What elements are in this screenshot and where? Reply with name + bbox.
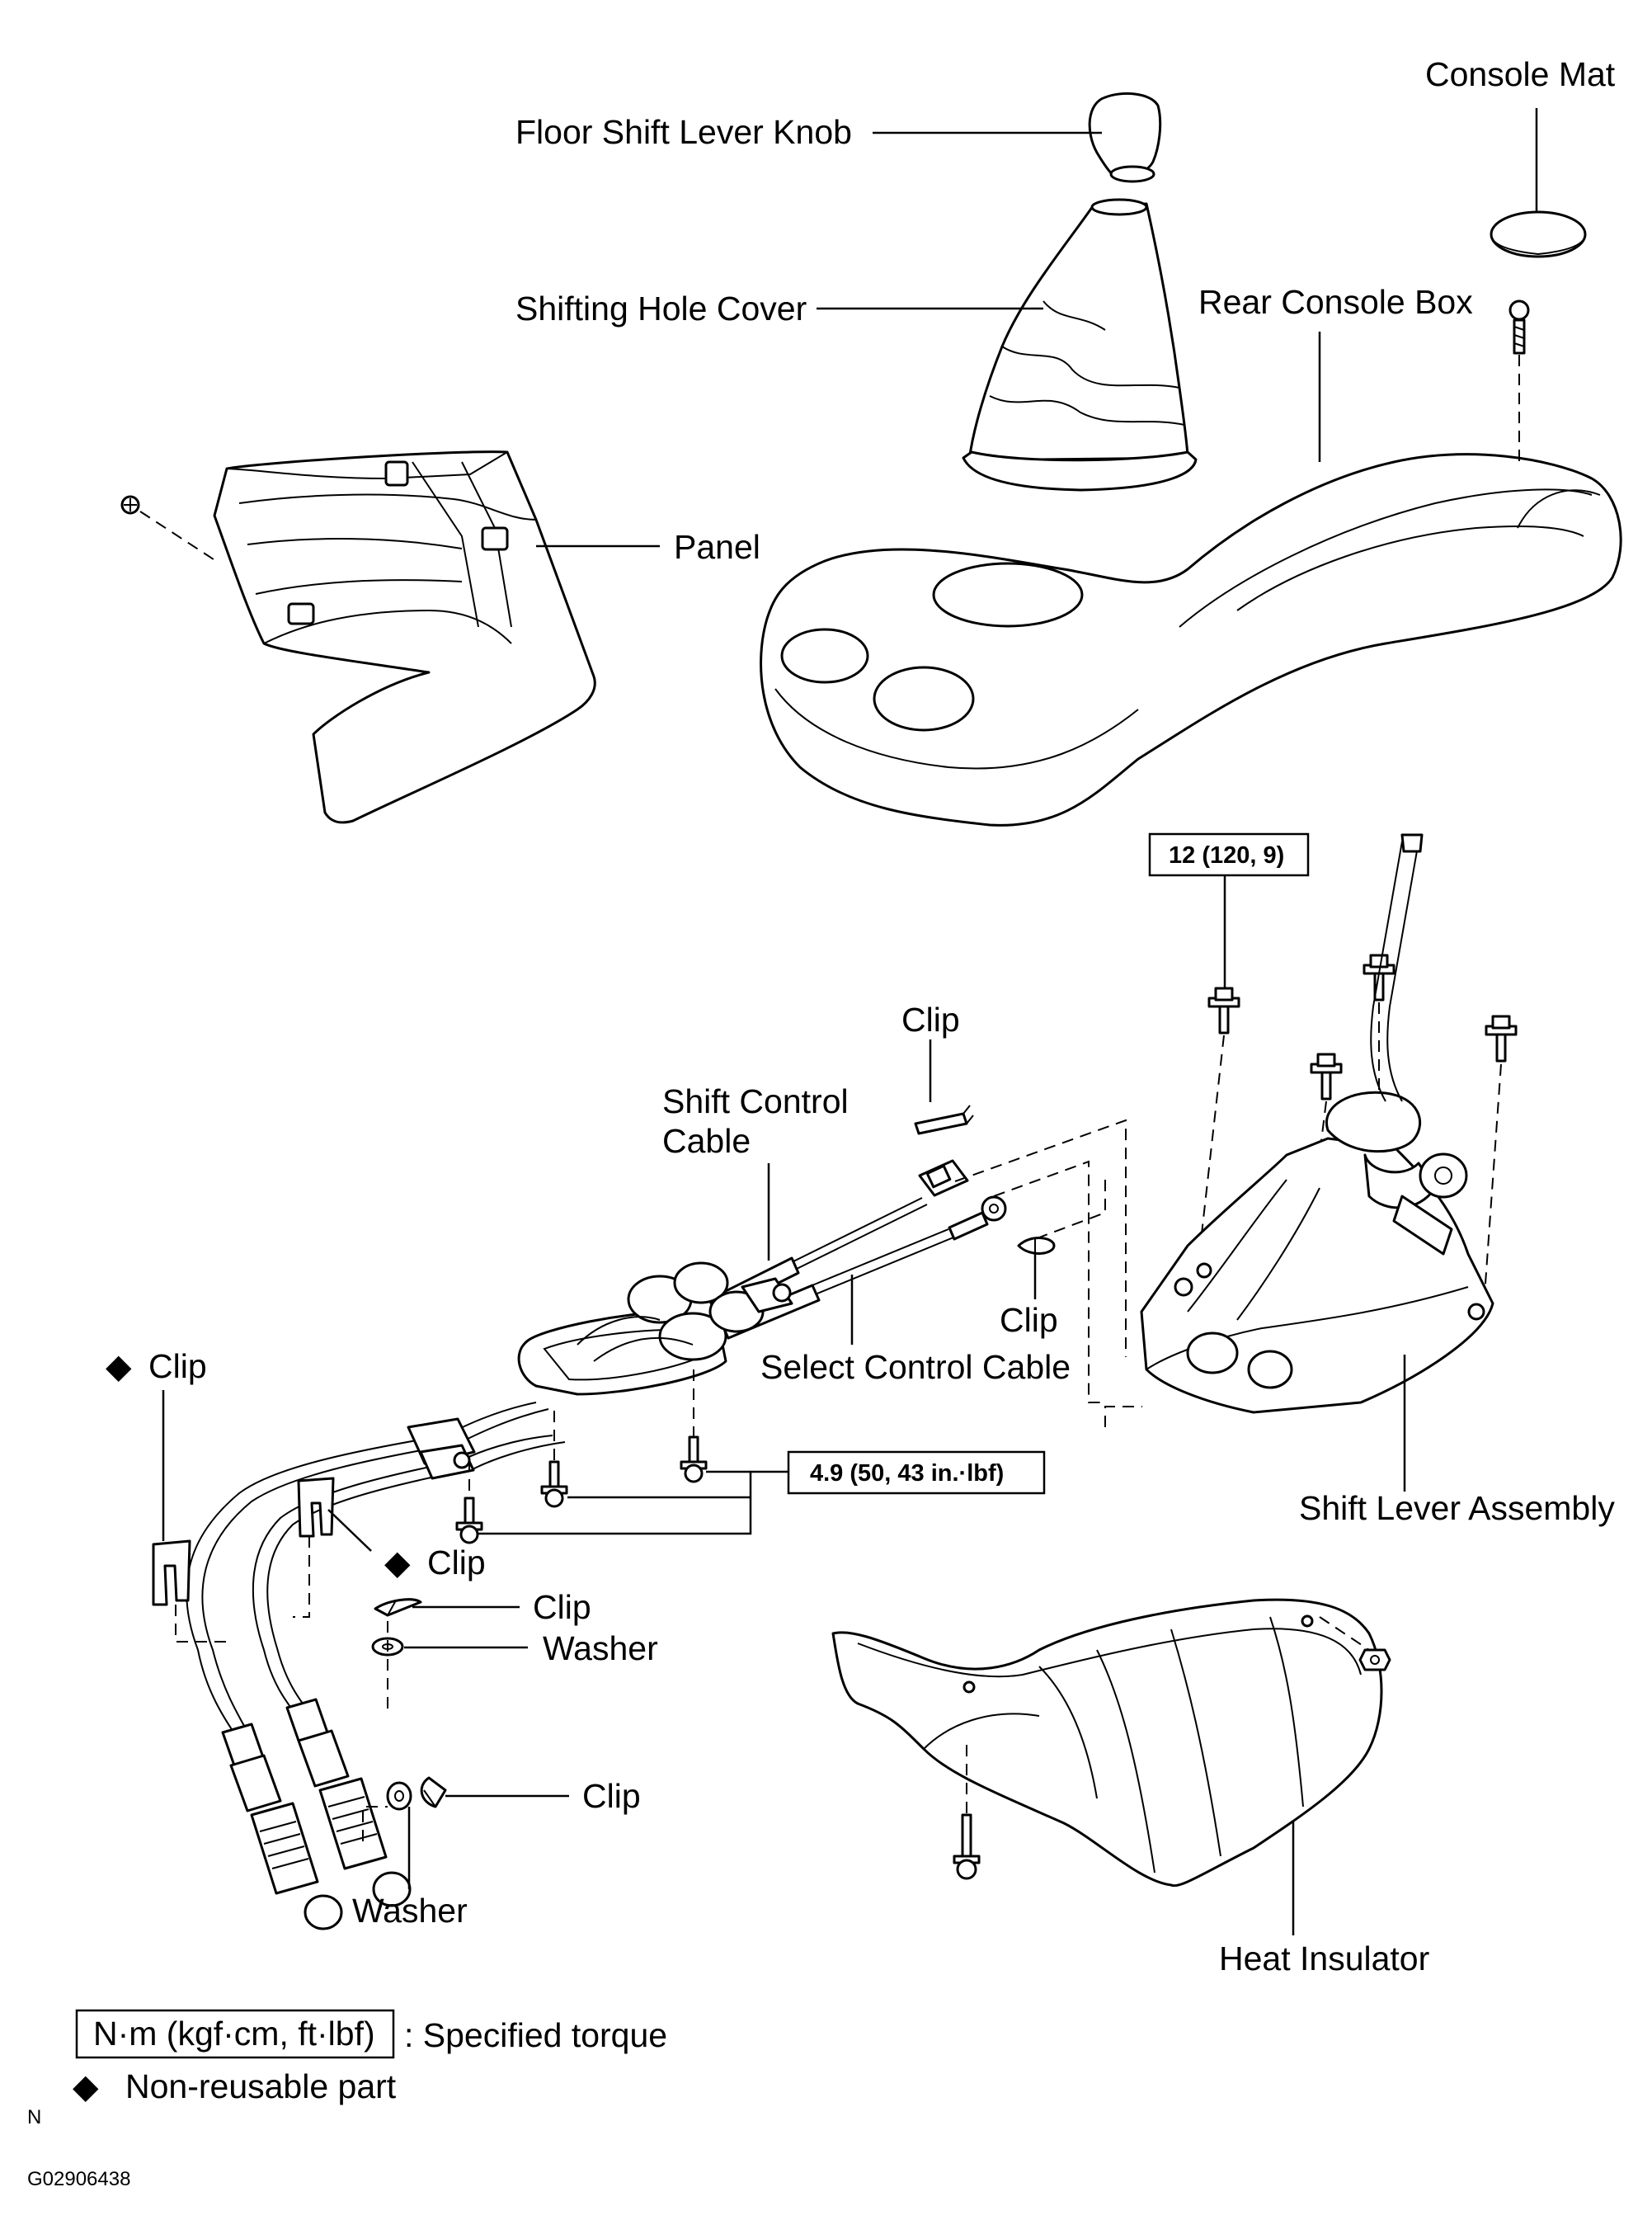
floor-shift-lever-knob-label: Floor Shift Lever Knob [515, 113, 852, 151]
cable-end-left [221, 1723, 343, 1930]
floor-shift-lever-knob [1088, 92, 1162, 183]
rear-console-box-label: Rear Console Box [1198, 283, 1473, 321]
shift-lever-bolt-icon [1485, 1015, 1518, 1063]
torque-box-cable-bracket [787, 1450, 1046, 1495]
torque-value-shift-lever: 12 (120, 9) [1169, 842, 1284, 869]
cable-bracket-bolt-icon [680, 1435, 708, 1483]
cable-guide-line [993, 1160, 1105, 1403]
cable-end-right [285, 1698, 412, 1907]
heat-insulator-label: Heat Insulator [1219, 1940, 1429, 1977]
clip-left-icon [152, 1539, 191, 1606]
clip-icon [914, 1105, 974, 1135]
shift-lever-assembly-label: Shift Lever Assembly [1299, 1489, 1615, 1527]
washer-icon [386, 1781, 412, 1811]
figure-id: G02906438 [27, 2168, 130, 2190]
panel-label: Panel [674, 528, 760, 566]
clip-middle-label: Clip [427, 1544, 486, 1581]
clip-lower-label: Clip [582, 1777, 641, 1815]
clip-icon [420, 1776, 447, 1808]
select-control-cable-label: Select Control Cable [760, 1348, 1071, 1386]
cable-runs [186, 1402, 566, 1742]
nut-axis [1319, 1616, 1370, 1651]
shift-control-cable-label-line2: Cable [662, 1122, 751, 1160]
cable-bracket-bolt-icon [540, 1460, 568, 1508]
legend-torque-units: N·m (kgf·cm, ft·lbf) [93, 2015, 375, 2053]
heat-insulator [831, 1598, 1383, 1888]
console-mat-label: Console Mat [1425, 55, 1616, 93]
washer-lower-axis [362, 1806, 388, 1841]
console-screw-icon [1508, 299, 1530, 355]
clip-select-label: Clip [1000, 1301, 1058, 1339]
torque-cable-bracket-leader [474, 1470, 788, 1535]
console-mat [1490, 210, 1587, 258]
shift-control-cable-label-line1: Shift Control [662, 1082, 849, 1120]
shift-lever-bolt-icon [1207, 987, 1240, 1035]
clip-middle-axis [293, 1536, 310, 1618]
shift-lever-assembly [1140, 833, 1494, 1414]
washer-lower-label: Washer [352, 1892, 468, 1930]
shifting-hole-cover-label: Shifting Hole Cover [515, 290, 807, 328]
clip-middle-leader-line [327, 1509, 372, 1552]
clip-icon [1017, 1237, 1056, 1262]
clip-top-label: Clip [901, 1001, 960, 1039]
panel [213, 450, 596, 824]
clip-middle-icon [297, 1477, 335, 1538]
cable-guide-line [954, 1119, 1127, 1357]
clip-left-label: Clip [148, 1347, 207, 1385]
shift-lever-bolt-icon [1310, 1053, 1343, 1101]
nonreusable-marker-clip-left: ◆ [106, 1347, 132, 1385]
cable-bracket [517, 1261, 793, 1396]
nonreusable-marker-clip-middle: ◆ [384, 1544, 411, 1581]
legend-torque-box [75, 2009, 395, 2059]
cable-guide-line [1038, 1180, 1106, 1238]
cable-bracket-bolt-icon [455, 1496, 483, 1544]
heat-insulator-nut-icon [1358, 1648, 1391, 1671]
panel-clip-icon [120, 495, 140, 515]
torque-value-cable-bracket: 4.9 (50, 43 in.·lbf) [810, 1460, 1004, 1487]
clip-icon [374, 1598, 422, 1617]
select-control-cable [720, 1195, 1007, 1340]
legend-nonreusable-symbol: ◆ [73, 2067, 99, 2105]
cable-guide-line [1104, 1406, 1142, 1427]
washer-upper-label: Washer [543, 1629, 658, 1667]
bolt-axis [1484, 1063, 1502, 1296]
heat-insulator-bolt-icon [953, 1813, 981, 1880]
shifting-hole-cover [962, 198, 1198, 492]
corner-letter: N [27, 2106, 41, 2128]
clip-upper-label: Clip [533, 1588, 591, 1626]
torque-box-shift-lever [1148, 832, 1310, 877]
rear-console-box [760, 453, 1622, 827]
legend-nonreusable-desc: Non-reusable part [125, 2067, 397, 2105]
panel-clip-axis [139, 511, 217, 562]
legend-torque-desc: : Specified torque [404, 2016, 667, 2054]
